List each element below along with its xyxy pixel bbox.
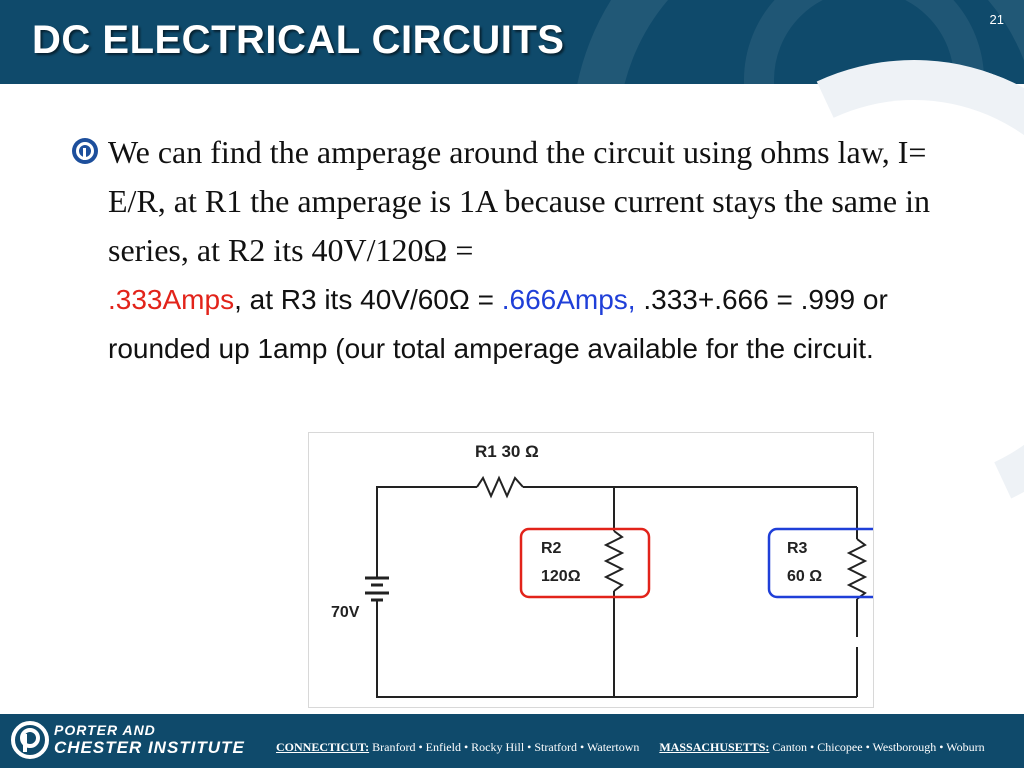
r3-name-label: R3 — [787, 540, 808, 557]
wire-top-left — [376, 486, 477, 578]
resistor-r3 — [846, 538, 868, 600]
paragraph-total-part: .333+.666 = .999 or rounded up 1amp (our… — [108, 284, 888, 364]
footer-band — [0, 714, 1024, 768]
paragraph-r3-part: , at R3 its 40V/60Ω = — [234, 284, 502, 315]
state-connecticut: CONNECTICUT: — [276, 740, 370, 754]
page-number: 21 — [989, 12, 1004, 27]
paragraph-serif-part: We can find the amperage around the circ… — [108, 134, 930, 268]
cities-massachusetts: Canton • Chicopee • Westborough • Woburn — [772, 740, 985, 754]
footer-logo-icon — [10, 720, 50, 760]
r3-value-label: 60 Ω — [787, 568, 822, 585]
r2-name-label: R2 — [541, 540, 562, 557]
amps-r2-highlight: .333Amps — [108, 284, 235, 315]
bullet-paragraph: We can find the amperage around the circ… — [108, 128, 988, 373]
wire-bottom — [376, 601, 857, 698]
r2-highlight-box — [519, 527, 651, 599]
header-band — [0, 0, 1024, 84]
amps-r3-highlight: .666Amps, — [501, 284, 636, 315]
state-massachusetts: MASSACHUSETTS: — [659, 740, 770, 754]
resistor-r1 — [476, 475, 524, 499]
resistor-r2 — [603, 530, 625, 592]
source-voltage-label: 70V — [331, 604, 360, 621]
r1-label: R1 30 Ω — [475, 442, 539, 461]
r2-value-label: 120Ω — [541, 568, 581, 585]
campus-locations: CONNECTICUT: Branford • Enfield • Rocky … — [276, 740, 985, 755]
cities-connecticut: Branford • Enfield • Rocky Hill • Stratf… — [372, 740, 640, 754]
institute-name: PORTER AND CHESTER INSTITUTE — [54, 722, 245, 756]
institute-name-line2: CHESTER INSTITUTE — [54, 738, 245, 757]
bullet-logo-icon — [72, 138, 98, 164]
circuit-diagram: R1 30 Ω R2 120Ω R3 60 Ω 70V — [308, 432, 874, 708]
r3-highlight-box — [767, 527, 873, 599]
slide-title: DC ELECTRICAL CIRCUITS — [32, 18, 565, 62]
institute-name-line1: PORTER AND — [54, 722, 156, 738]
